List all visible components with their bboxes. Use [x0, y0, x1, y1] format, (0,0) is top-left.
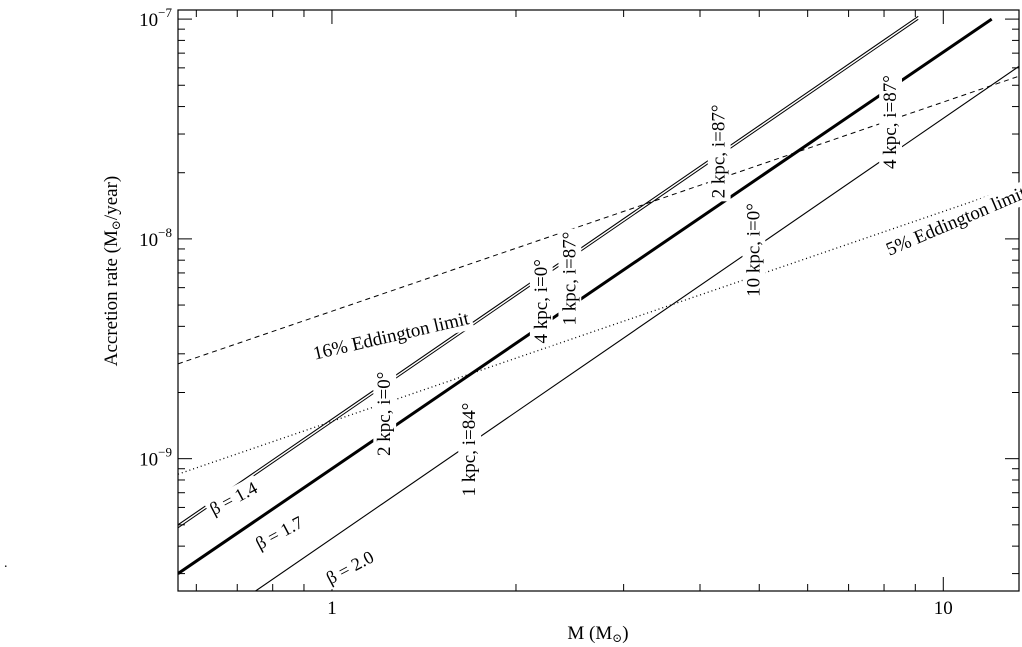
annotation-backing [373, 368, 397, 459]
annotation-backing [879, 72, 902, 172]
annotation-label: 10 kpc, i=0° [743, 203, 764, 297]
annotation-label: 4 kpc, i=87° [880, 75, 901, 169]
annotation-backing [308, 306, 475, 367]
x-tick-label: 1 [327, 598, 337, 619]
annotation-label: β = 1.4 [206, 478, 260, 520]
plot-frame [177, 9, 1020, 592]
annotation-label: 2 kpc, i=87° [709, 105, 730, 199]
annotation-backing [880, 180, 1022, 263]
series-line-3 [255, 65, 1019, 591]
annotation-backing [558, 228, 582, 329]
annotation-backing [707, 101, 731, 202]
annotation-backing [529, 256, 553, 347]
annotation-backing [458, 399, 482, 500]
y-tick-label: 10−9 [139, 445, 172, 471]
series-line-2 [178, 17, 993, 575]
annotation-backing [249, 509, 310, 556]
annotation-label: 4 kpc, i=0° [531, 259, 552, 343]
annotation-label: 1 kpc, i=87° [559, 232, 580, 326]
x-tick-label: 10 [934, 598, 953, 619]
annotation-layer: β = 1.4β = 1.7β = 2.016% Eddington limit… [203, 72, 1022, 591]
y-tick-label: 10−7 [139, 5, 172, 31]
annotation-label: 5% Eddington limit [883, 182, 1022, 260]
series-line-4 [178, 75, 1019, 365]
stray-mark: . [4, 556, 8, 571]
annotation-backing [203, 475, 264, 522]
annotation-backing [742, 200, 766, 300]
annotation-backing [319, 544, 381, 591]
series-line-5 [178, 184, 1019, 475]
y-tick-label: 10−8 [139, 225, 172, 251]
annotation-label: 16% Eddington limit [311, 308, 472, 364]
annotation-label: 1 kpc, i=84° [459, 403, 480, 497]
annotation-label: β = 2.0 [323, 547, 377, 589]
y-axis-label: Accretion rate (M⊙/year) [101, 176, 123, 366]
axis-tick-labels: 1 10 10−9 10−8 10−7 [139, 5, 953, 619]
x-axis-label: M (M⊙) [567, 623, 628, 645]
axis-ticks [178, 10, 1019, 591]
annotation-label: 2 kpc, i=0° [374, 372, 395, 456]
